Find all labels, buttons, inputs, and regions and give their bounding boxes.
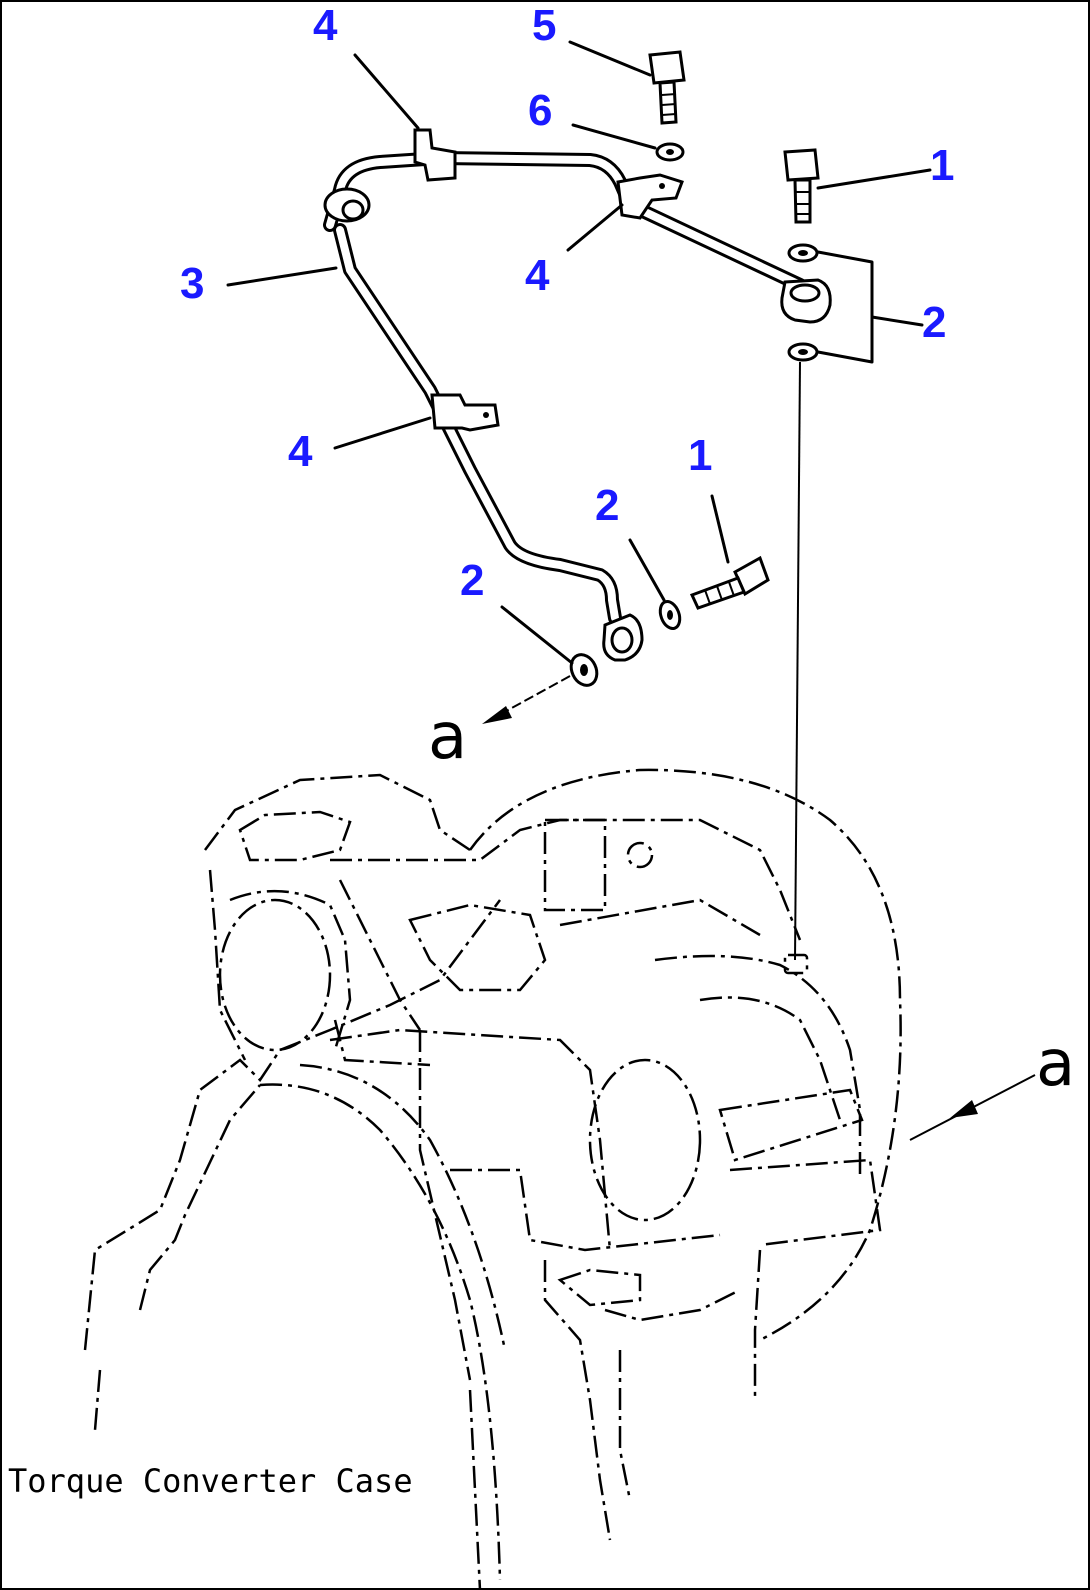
washer-2-left <box>569 653 599 687</box>
clamp-top <box>413 128 457 182</box>
ref-a-upper: a <box>428 700 467 774</box>
banjo-fitting-left-top <box>323 187 371 223</box>
clamp-right <box>616 173 684 220</box>
bolt-5 <box>648 50 686 125</box>
callout-4-mid: 4 <box>525 251 550 300</box>
bolt-1-low <box>689 555 770 610</box>
callout-4-top: 4 <box>313 1 338 50</box>
bolt-1-top <box>783 148 820 224</box>
callout-1-low: 1 <box>688 431 712 480</box>
washer-2-mid <box>658 599 682 631</box>
callout-5: 5 <box>532 1 556 50</box>
oil-pipe <box>323 151 807 625</box>
washer-2-top <box>787 243 819 263</box>
callout-2-mid: 2 <box>595 481 619 530</box>
washer-2-bottom <box>787 342 819 362</box>
ref-a-right: a <box>1036 1027 1075 1101</box>
callout-6: 6 <box>528 86 552 135</box>
caption-torque-converter-case: Torque Converter Case <box>8 1462 413 1500</box>
arrow-a-right <box>909 1074 1036 1141</box>
washer-6 <box>655 142 685 162</box>
banjo-fitting-bottom <box>602 613 644 662</box>
banjo-fitting-right <box>780 278 832 324</box>
arrow-a-upper <box>482 675 571 724</box>
callout-3: 3 <box>180 259 204 308</box>
clamp-lower <box>430 393 500 432</box>
callout-2-left: 2 <box>460 556 484 605</box>
callout-1-top: 1 <box>930 141 954 190</box>
leader-lines <box>226 40 932 961</box>
callout-2-right: 2 <box>922 298 946 347</box>
torque-converter-case <box>83 768 902 1590</box>
callout-4-low: 4 <box>288 427 313 476</box>
